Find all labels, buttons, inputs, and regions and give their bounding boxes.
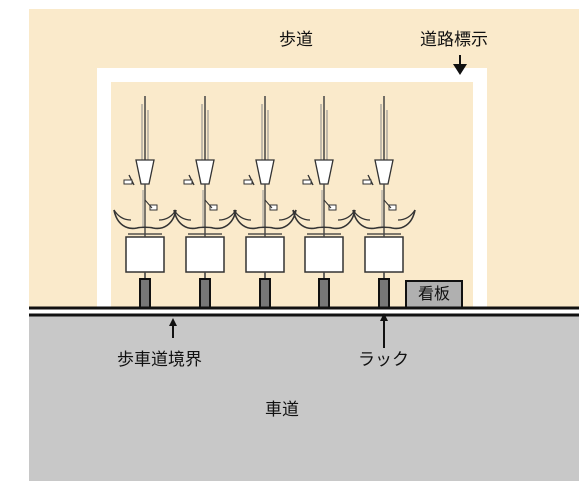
curb-boundary-arrow (169, 318, 177, 338)
signboard (405, 280, 463, 309)
road-marking-frame (97, 68, 487, 307)
roadway-label: 車道 (265, 400, 299, 420)
signboard-label: 看板 (417, 284, 450, 303)
road-marking-label: 道路標示 (420, 30, 488, 50)
road-marking-arrow (453, 55, 467, 75)
rack-label: ラック (358, 350, 409, 370)
sidewalk-label: 歩道 (279, 30, 313, 50)
curb-boundary-line (29, 306, 579, 317)
curb-boundary-label: 歩車道境界 (117, 350, 202, 370)
sidewalk-area (29, 9, 579, 308)
rack-arrow (380, 313, 388, 348)
roadway-area (29, 314, 579, 481)
